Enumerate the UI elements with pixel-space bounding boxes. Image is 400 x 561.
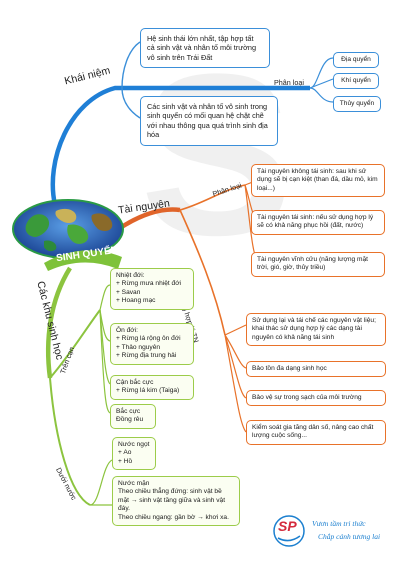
tai-nguyen-use-4: Kiểm soát gia tăng dân số, nâng cao chất… xyxy=(246,420,386,445)
earth-illustration xyxy=(12,199,124,259)
tai-nguyen-type-2: Tài nguyên tái sinh: nếu sử dụng hợp lý … xyxy=(251,210,385,235)
khai-niem-definition-2: Các sinh vật và nhân tố vô sinh trong si… xyxy=(140,96,278,146)
biome-nhiet-doi: Nhiệt đới: + Rừng mưa nhiệt đới + Savan … xyxy=(110,268,194,310)
tai-nguyen-use-2: Bảo tồn đa dạng sinh học xyxy=(246,361,386,378)
tai-nguyen-use-1: Sử dụng lại và tái chế các nguyên vật li… xyxy=(246,313,386,347)
biome-nuoc-ngot: Nước ngọt + Ao + Hồ xyxy=(112,437,156,471)
tai-nguyen-type-1: Tài nguyên không tái sinh: sau khi sử dụ… xyxy=(251,164,385,198)
tai-nguyen-use-3: Bảo vệ sự trong sạch của môi trường xyxy=(246,390,386,407)
center-ribbon xyxy=(44,250,122,271)
type-thuy-quyen: Thủy quyển xyxy=(333,96,381,113)
sp-logo-icon xyxy=(273,515,305,547)
logo-mark: SP xyxy=(278,518,297,534)
type-khi-quyen: Khí quyển xyxy=(333,73,379,90)
biome-can-bac-cuc: Cận bắc cực + Rừng lá kim (Taiga) xyxy=(110,375,194,400)
khai-niem-phan-loai-label: Phân loại xyxy=(274,78,304,87)
khai-niem-definition-1: Hệ sinh thái lớn nhất, tập hợp tất cả si… xyxy=(140,28,270,69)
logo-slogan-1: Vươn tầm tri thức xyxy=(312,519,366,528)
tai-nguyen-type-3: Tài nguyên vĩnh cửu (năng lượng mặt trời… xyxy=(251,252,385,277)
biome-nuoc-man: Nước mặn Theo chiều thẳng đứng: sinh vật… xyxy=(112,476,240,527)
type-dia-quyen: Địa quyển xyxy=(333,52,379,69)
biome-bac-cuc: Bắc cực Đồng rêu xyxy=(110,404,156,429)
logo-slogan-2: Chắp cánh tương lai xyxy=(318,532,381,541)
biome-on-doi: Ôn đới: + Rừng lá rộng ôn đới + Thảo ngu… xyxy=(110,323,194,365)
